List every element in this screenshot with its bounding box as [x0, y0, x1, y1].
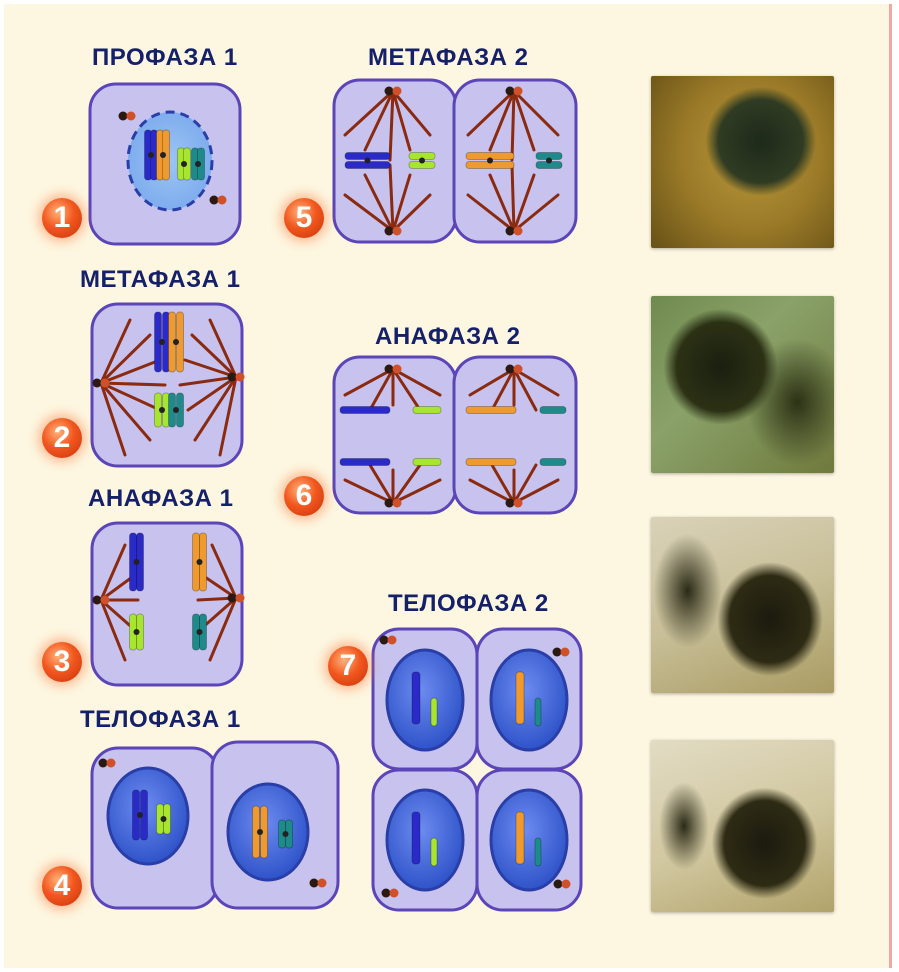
micrograph-photo-1 [651, 76, 834, 248]
chromosome [431, 698, 437, 726]
centromere [365, 158, 371, 164]
centriole [99, 759, 108, 768]
chromosome [466, 407, 516, 414]
centromere [283, 831, 289, 837]
centriole [236, 594, 245, 603]
centriole [390, 889, 399, 898]
centriole [101, 596, 110, 605]
centriole [318, 879, 327, 888]
chromosome [340, 407, 390, 414]
centriole [506, 499, 515, 508]
cell-anaphase-2-left [334, 357, 456, 513]
centriole [385, 87, 394, 96]
centriole [101, 379, 110, 388]
centriole [382, 889, 391, 898]
centriole [210, 196, 219, 205]
spindle-fiber [101, 383, 165, 385]
cell-anaphase-1 [92, 523, 242, 685]
centriole [393, 87, 402, 96]
chromosome [540, 459, 566, 466]
centriole [385, 227, 394, 236]
nucleus [387, 650, 463, 750]
chromosome [340, 459, 390, 466]
centromere [173, 407, 179, 413]
stage-badge-1: 1 [42, 198, 82, 238]
centromere [161, 816, 167, 822]
chromosome [535, 838, 541, 866]
stage-badge-2: 2 [42, 418, 82, 458]
centromere [257, 829, 263, 835]
centriole [562, 880, 571, 889]
centromere [181, 161, 187, 167]
centriole [93, 596, 102, 605]
chromosome [516, 672, 524, 724]
centromere [487, 158, 493, 164]
spindle-fiber [512, 165, 514, 231]
centromere [197, 559, 203, 565]
centriole [514, 87, 523, 96]
centromere [137, 812, 143, 818]
centriole [506, 87, 515, 96]
centriole [388, 636, 397, 645]
micrograph-photo-2 [651, 296, 834, 473]
centriole [385, 499, 394, 508]
chromosome [413, 407, 441, 414]
centriole [561, 648, 570, 657]
centriole [228, 594, 237, 603]
centromere [159, 407, 165, 413]
chromosome [466, 459, 516, 466]
stage-badge-4: 4 [42, 866, 82, 906]
centriole [506, 365, 515, 374]
centriole [393, 365, 402, 374]
chromosome [516, 812, 524, 864]
centriole [553, 648, 562, 657]
centromere [546, 158, 552, 164]
chromosome [431, 838, 437, 866]
centromere [160, 152, 166, 158]
spindle-fiber [512, 91, 514, 160]
stage-badge-3: 3 [42, 642, 82, 682]
centriole [393, 499, 402, 508]
micrograph-photo-3 [651, 517, 834, 693]
nucleus [491, 790, 567, 890]
chromosome [535, 698, 541, 726]
centriole [393, 227, 402, 236]
centromere [148, 152, 154, 158]
centromere [134, 559, 140, 565]
stage-badge-7: 7 [328, 646, 368, 686]
centriole [218, 196, 227, 205]
chromosome [413, 459, 441, 466]
centromere [159, 339, 165, 345]
centriole [127, 112, 136, 121]
stage-badge-6: 6 [284, 476, 324, 516]
stage-badge-5: 5 [284, 198, 324, 238]
centromere [134, 629, 140, 635]
micrograph-photo-4 [651, 740, 834, 912]
centriole [119, 112, 128, 121]
centromere [419, 158, 425, 164]
centromere [173, 339, 179, 345]
centriole [93, 379, 102, 388]
centriole [506, 227, 515, 236]
centriole [385, 365, 394, 374]
centriole [236, 373, 245, 382]
centriole [554, 880, 563, 889]
centromere [195, 161, 201, 167]
centriole [514, 365, 523, 374]
centromere [197, 629, 203, 635]
chromosome [412, 672, 420, 724]
centriole [514, 499, 523, 508]
chromosome [540, 407, 566, 414]
nucleus [387, 790, 463, 890]
chromosome [412, 812, 420, 864]
centriole [380, 636, 389, 645]
centriole [514, 227, 523, 236]
centriole [107, 759, 116, 768]
centriole [228, 373, 237, 382]
centriole [310, 879, 319, 888]
nucleus [491, 650, 567, 750]
